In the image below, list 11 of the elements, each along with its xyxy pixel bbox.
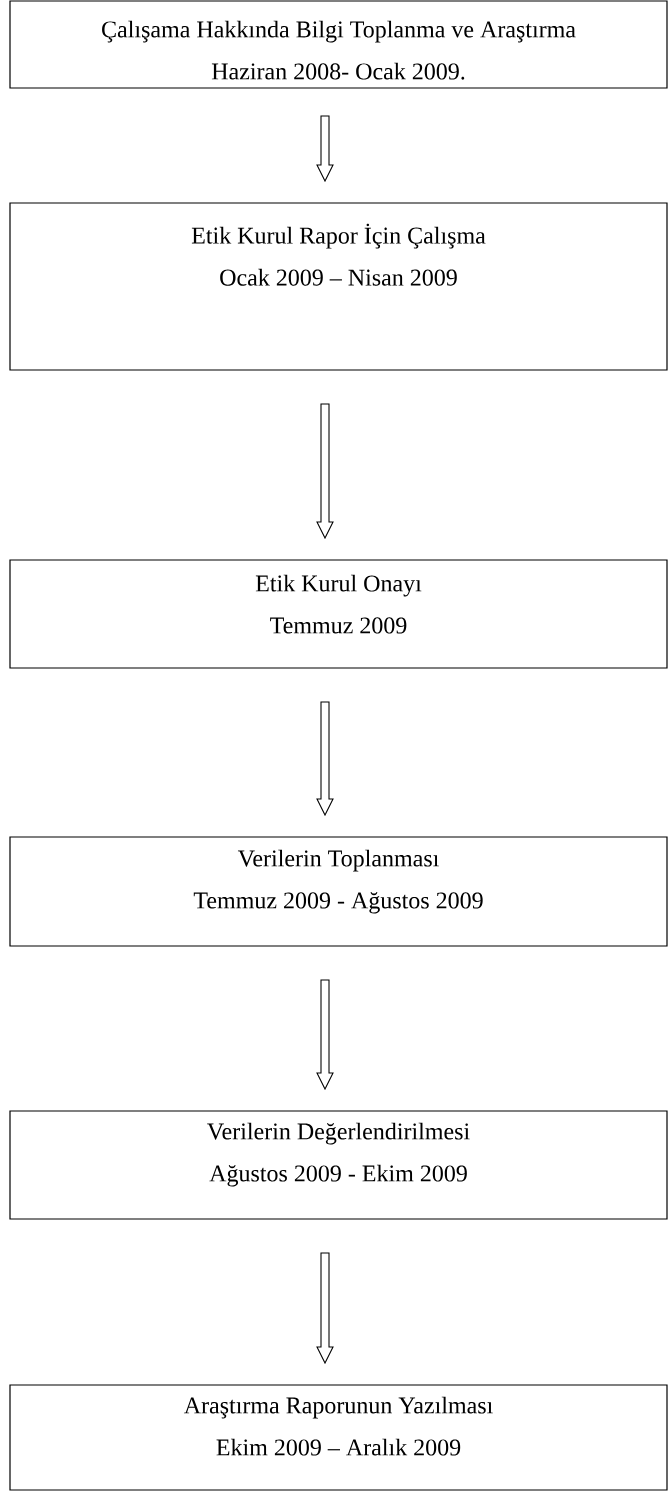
process-box: Etik Kurul Rapor İçin Çalışma Ocak 2009 – Nisan 2009: [9, 202, 668, 371]
hollow-arrow: [316, 403, 334, 540]
hollow-arrow: [316, 979, 334, 1091]
process-box: Etik Kurul Onayı Temmuz 2009: [9, 559, 668, 669]
hollow-arrow: [316, 701, 334, 817]
process-box: Çalışama Hakkında Bilgi Toplanma ve Araştırma Haziran 2008- Ocak 2009.: [9, 0, 668, 89]
process-box: Araştırma Raporunun Yazılması Ekim 2009 – Aralık 2009: [9, 1384, 668, 1491]
process-box: Verilerin Değerlendirilmesi Ağustos 2009 - Ekim 2009: [9, 1110, 668, 1220]
hollow-arrow: [316, 1252, 334, 1365]
hollow-arrow: [316, 115, 334, 183]
process-box: Verilerin Toplanması Temmuz 2009 - Ağustos 2009: [9, 836, 668, 947]
